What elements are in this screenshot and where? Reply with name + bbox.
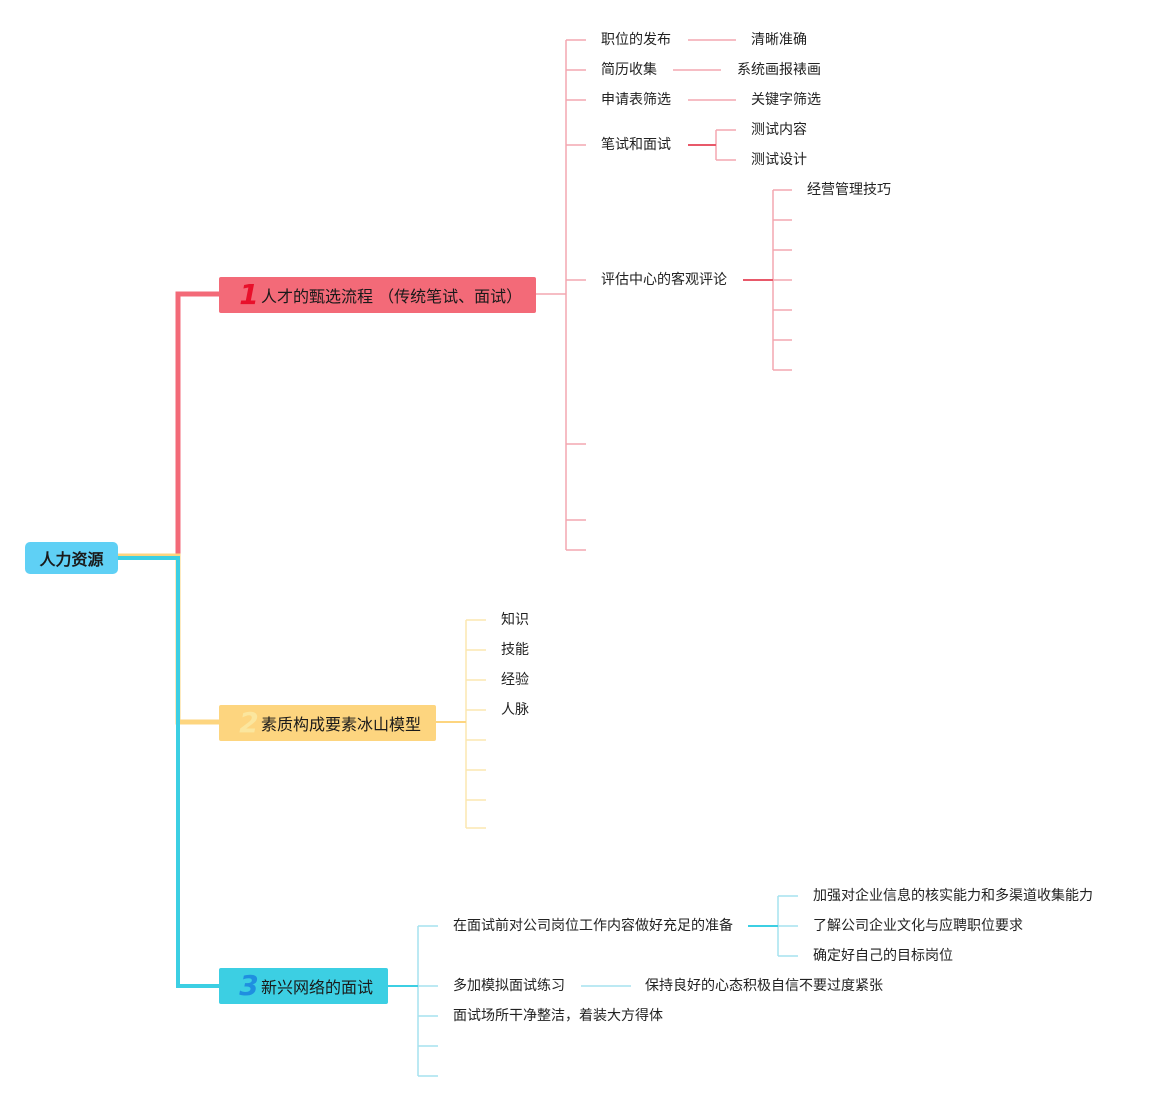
branch2-connectors (465, 619, 486, 829)
node-connections[interactable]: 人脉 (501, 702, 529, 718)
connector-root-branch1 (118, 291, 220, 559)
branch-label-iceberg-model: 素质构成要素冰山模型 (261, 715, 422, 734)
node-keyword-screening[interactable]: 关键字筛选 (751, 92, 821, 108)
node-clear-accurate[interactable]: 清晰准确 (751, 32, 807, 48)
node-resume-collection[interactable]: 简历收集 (601, 62, 657, 78)
node-skills[interactable]: 技能 (501, 642, 529, 658)
branch-label-selection-process: 人才的甄选流程 （传统笔试、面试） (261, 287, 523, 306)
node-application-screening[interactable]: 申请表筛选 (601, 92, 671, 108)
node-test-design[interactable]: 测试设计 (751, 152, 807, 168)
branch1-connectors (536, 39, 792, 551)
node-verify-company-info[interactable]: 加强对企业信息的核实能力和多渠道收集能力 (813, 888, 1093, 904)
node-assessment-center[interactable]: 评估中心的客观评论 (601, 272, 727, 288)
branch-card-online-interview[interactable]: 3 新兴网络的面试 (219, 968, 388, 1004)
node-positive-mindset[interactable]: 保持良好的心态积极自信不要过度紧张 (645, 978, 883, 994)
connector-root-branch2 (118, 553, 220, 725)
node-job-posting[interactable]: 职位的发布 (601, 32, 671, 48)
root-label: 人力资源 (39, 550, 104, 569)
node-system-frame[interactable]: 系统画报裱画 (737, 62, 821, 78)
branch-number-2: 2 (239, 706, 259, 739)
branch-label-online-interview: 新兴网络的面试 (261, 978, 374, 997)
node-mock-interview-practice[interactable]: 多加模拟面试练习 (453, 978, 565, 994)
node-knowledge[interactable]: 知识 (501, 612, 529, 628)
root-node[interactable]: 人力资源 (25, 542, 118, 574)
node-target-position[interactable]: 确定好自己的目标岗位 (813, 948, 953, 964)
node-understand-culture[interactable]: 了解公司企业文化与应聘职位要求 (813, 918, 1023, 934)
branch-card-selection-process[interactable]: 1 人才的甄选流程 （传统笔试、面试） (219, 277, 536, 313)
node-management-skills[interactable]: 经营管理技巧 (807, 182, 891, 198)
node-prepare-before-interview[interactable]: 在面试前对公司岗位工作内容做好充足的准备 (453, 918, 733, 934)
node-test-content[interactable]: 测试内容 (751, 122, 807, 138)
branch-card-iceberg-model[interactable]: 2 素质构成要素冰山模型 (219, 705, 436, 741)
branch3-strong-connectors (388, 925, 778, 987)
connector-root-branch3 (118, 556, 220, 988)
node-clean-venue-attire[interactable]: 面试场所干净整洁，着装大方得体 (453, 1008, 663, 1024)
branch3-connectors (417, 895, 798, 1077)
node-experience[interactable]: 经验 (501, 672, 529, 688)
branch1-strong-connectors (688, 144, 773, 281)
branch-number-1: 1 (239, 278, 259, 311)
branch-number-3: 3 (239, 969, 259, 1002)
node-written-and-interview[interactable]: 笔试和面试 (601, 137, 671, 153)
